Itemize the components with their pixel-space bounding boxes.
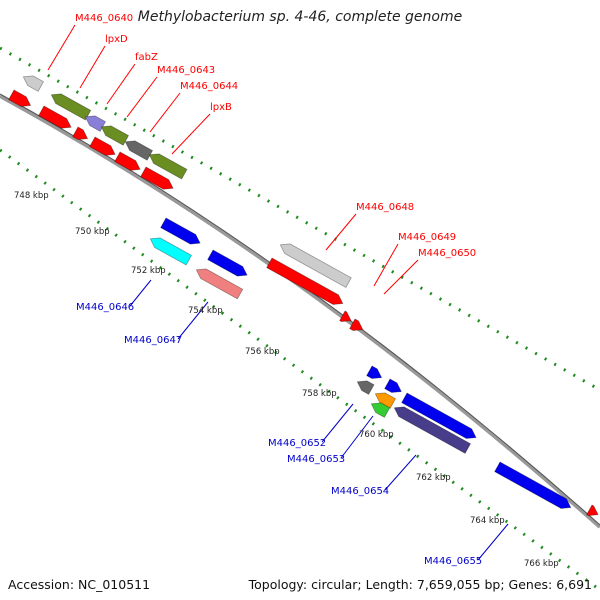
gene-m446-0653[interactable]: [369, 399, 391, 418]
gene-label-bottom[interactable]: M446_0654: [331, 486, 389, 497]
kbp-tick-label: 760 kbp: [359, 430, 394, 440]
gene-red-edge[interactable]: [586, 504, 600, 519]
gene-lpxb[interactable]: [147, 150, 188, 180]
gene-lpxd[interactable]: [49, 90, 92, 121]
gene-label-top[interactable]: M446_0644: [180, 81, 238, 92]
gene-m446-0649[interactable]: [339, 310, 354, 325]
gene-label-bottom[interactable]: M446_0646: [76, 302, 134, 313]
gene-label-top[interactable]: lpxB: [210, 102, 232, 113]
kbp-ticks: 748 kbp 750 kbp 752 kbp 754 kbp 756 kbp 758 k…: [14, 191, 559, 569]
gene-label-top[interactable]: M446_0650: [418, 248, 476, 259]
leader-line: [321, 403, 354, 443]
gene-label-bottom[interactable]: M446_0655: [424, 556, 482, 567]
kbp-tick-label: 758 kbp: [302, 389, 337, 399]
kbp-tick-label: 750 kbp: [75, 227, 110, 237]
strand-guide-line: [0, 46, 600, 392]
leader-line: [340, 415, 374, 459]
gene-fabz-part[interactable]: [83, 112, 107, 132]
leader-line: [149, 92, 181, 133]
gene-m446-0643[interactable]: [123, 137, 154, 161]
gene-blue-1[interactable]: [160, 217, 203, 248]
gene-red-6[interactable]: [140, 166, 176, 193]
leader-line: [373, 243, 399, 287]
leader-line: [383, 259, 419, 295]
strand-guides: [0, 46, 600, 592]
gene-red-7[interactable]: [266, 257, 346, 308]
leader-line: [79, 45, 106, 89]
leader-line: [325, 213, 357, 251]
genome-title: Methylobacterium sp. 4-46, complete geno…: [137, 9, 463, 25]
gene-fabz[interactable]: [99, 122, 130, 146]
gene-label-top[interactable]: M446_0648: [356, 202, 414, 213]
gene-m446-0646[interactable]: [148, 234, 193, 266]
gene-blue-3[interactable]: [366, 365, 385, 382]
kbp-tick-label: 756 kbp: [245, 347, 280, 357]
gene-label-top[interactable]: M446_0649: [398, 232, 456, 243]
gene-m446-0650[interactable]: [349, 318, 366, 334]
gene-label-top[interactable]: M446_0643: [157, 65, 215, 76]
leader-line: [384, 454, 417, 491]
label-leaders: [47, 24, 509, 561]
gene-blue-2[interactable]: [207, 249, 250, 280]
leader-line: [106, 63, 136, 105]
gene-blue-4[interactable]: [384, 378, 404, 396]
leader-line: [47, 24, 76, 71]
leader-line: [477, 523, 509, 561]
leader-line: [126, 76, 158, 118]
gene-red-5[interactable]: [114, 151, 143, 174]
topology-text: Topology: circular; Length: 7,659,055 bp…: [248, 577, 592, 592]
kbp-tick-label: 762 kbp: [416, 473, 451, 483]
leader-line: [171, 113, 211, 155]
gene-m446-0652[interactable]: [355, 377, 375, 395]
kbp-tick-label: 754 kbp: [188, 306, 223, 316]
gene-m446-0655[interactable]: [494, 461, 574, 512]
strand-guide-line: [0, 148, 600, 592]
gene-features: [8, 72, 600, 519]
gene-label-bottom[interactable]: M446_0653: [287, 454, 345, 465]
gene-blue-5[interactable]: [401, 392, 479, 442]
gene-label-bottom[interactable]: M446_0647: [124, 335, 182, 346]
leader-line: [177, 301, 209, 340]
gene-label-top[interactable]: M446_0640: [75, 13, 133, 24]
kbp-tick-label: 766 kbp: [524, 559, 559, 569]
gene-red-4[interactable]: [89, 136, 118, 159]
accession-text: Accession: NC_010511: [8, 577, 151, 592]
gene-label-bottom[interactable]: M446_0652: [268, 438, 326, 449]
gene-label-top[interactable]: lpxD: [105, 34, 128, 45]
gene-m446-0647[interactable]: [194, 265, 244, 300]
gene-m446-0648[interactable]: [278, 240, 352, 288]
kbp-tick-label: 752 kbp: [131, 266, 166, 276]
leader-line: [129, 279, 152, 307]
gene-m446-0640[interactable]: [21, 72, 45, 92]
kbp-tick-label: 748 kbp: [14, 191, 49, 201]
gene-red-3[interactable]: [72, 126, 91, 143]
gene-red-2[interactable]: [38, 105, 74, 132]
gene-label-top[interactable]: fabZ: [135, 52, 158, 63]
kbp-tick-label: 764 kbp: [470, 516, 505, 526]
gene-red-1[interactable]: [8, 89, 34, 110]
gene-m446-0654[interactable]: [392, 403, 472, 454]
